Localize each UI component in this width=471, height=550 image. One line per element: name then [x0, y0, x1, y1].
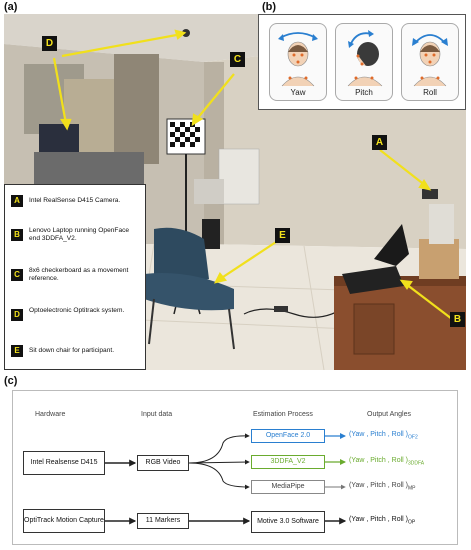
legend-text-e: Sit down chair for participant. — [29, 347, 115, 354]
pitch-figure: Pitch — [335, 23, 393, 101]
input-rgb-video-box: RGB Video — [137, 455, 189, 471]
output-of2-sub: OF2 — [408, 434, 418, 441]
legend-text-a: Intel RealSense D415 Camera. — [29, 197, 121, 204]
panel-c-label: (c) — [4, 375, 18, 387]
legend-badge-b: B — [11, 229, 23, 241]
hardware-realsense-box: Intel Realsense D415 — [23, 451, 105, 475]
output-of2: (Yaw , Pitch , Roll )OF2 — [349, 431, 418, 440]
roll-head-icon — [412, 34, 448, 87]
yaw-label: Yaw — [290, 88, 306, 97]
legend-text-c: 8x6 checkerboard as a movement reference… — [29, 267, 129, 283]
panel-b-label: (b) — [262, 1, 277, 13]
lab-setup-photo: D C A E B A Intel RealSense D415 Camera.… — [4, 14, 466, 370]
output-mp: (Yaw , Pitch , Roll )MP — [349, 482, 416, 491]
pipeline-arrows — [105, 433, 347, 525]
roll-figure: Roll — [401, 23, 459, 101]
output-op-main: (Yaw , Pitch , Roll ) — [349, 516, 408, 523]
yaw-figure: Yaw — [269, 23, 327, 101]
header-hardware: Hardware — [35, 411, 66, 418]
output-mp-main: (Yaw , Pitch , Roll ) — [349, 482, 408, 489]
method-motive-box: Motive 3.0 Software — [251, 511, 325, 533]
method-openface-box: OpenFace 2.0 — [251, 429, 325, 443]
hardware-optitrack-box: OptiTrack Motion Capture — [23, 509, 105, 533]
panel-a-label: (a) — [4, 1, 18, 13]
header-estimation: Estimation Process — [253, 411, 313, 418]
pipeline-diagram: Hardware Input data Estimation Process O… — [12, 390, 458, 545]
output-3ddfa-main: (Yaw , Pitch , Roll ) — [349, 457, 408, 464]
legend-box: A Intel RealSense D415 Camera. B Lenovo … — [4, 184, 146, 370]
legend-badge-d: D — [11, 309, 23, 321]
legend-badge-c: C — [11, 269, 23, 281]
output-op-sub: OP — [408, 519, 416, 526]
output-mp-sub: MP — [408, 485, 416, 492]
method-3ddfa-box: 3DDFA_V2 — [251, 455, 325, 469]
badge-e-photo: E — [275, 228, 290, 243]
legend-text-d: Optoelectronic Optitrack system. — [29, 307, 125, 314]
roll-label: Roll — [423, 88, 437, 97]
output-of2-main: (Yaw , Pitch , Roll ) — [349, 431, 408, 438]
legend-badge-a: A — [11, 195, 23, 207]
input-markers-box: 11 Markers — [137, 513, 189, 529]
output-3ddfa: (Yaw , Pitch , Roll )3DDFA — [349, 457, 424, 466]
legend-badge-e: E — [11, 345, 23, 357]
pitch-label: Pitch — [355, 88, 373, 97]
yaw-head-icon — [278, 32, 318, 87]
header-input-data: Input data — [141, 411, 173, 418]
head-pose-panel: Yaw Pitch Roll — [258, 14, 466, 110]
pitch-head-icon — [347, 30, 383, 87]
badge-a-photo: A — [372, 135, 387, 150]
legend-text-b: Lenovo Laptop running OpenFace end 3DDFA… — [29, 227, 130, 243]
method-mediapipe-box: MediaPipe — [251, 480, 325, 494]
output-op: (Yaw , Pitch , Roll )OP — [349, 516, 415, 525]
badge-b-photo: B — [450, 312, 465, 327]
badge-d-photo: D — [42, 36, 57, 51]
badge-c-photo: C — [230, 52, 245, 67]
header-output-angles: Output Angles — [367, 411, 411, 418]
output-3ddfa-sub: 3DDFA — [408, 460, 425, 467]
